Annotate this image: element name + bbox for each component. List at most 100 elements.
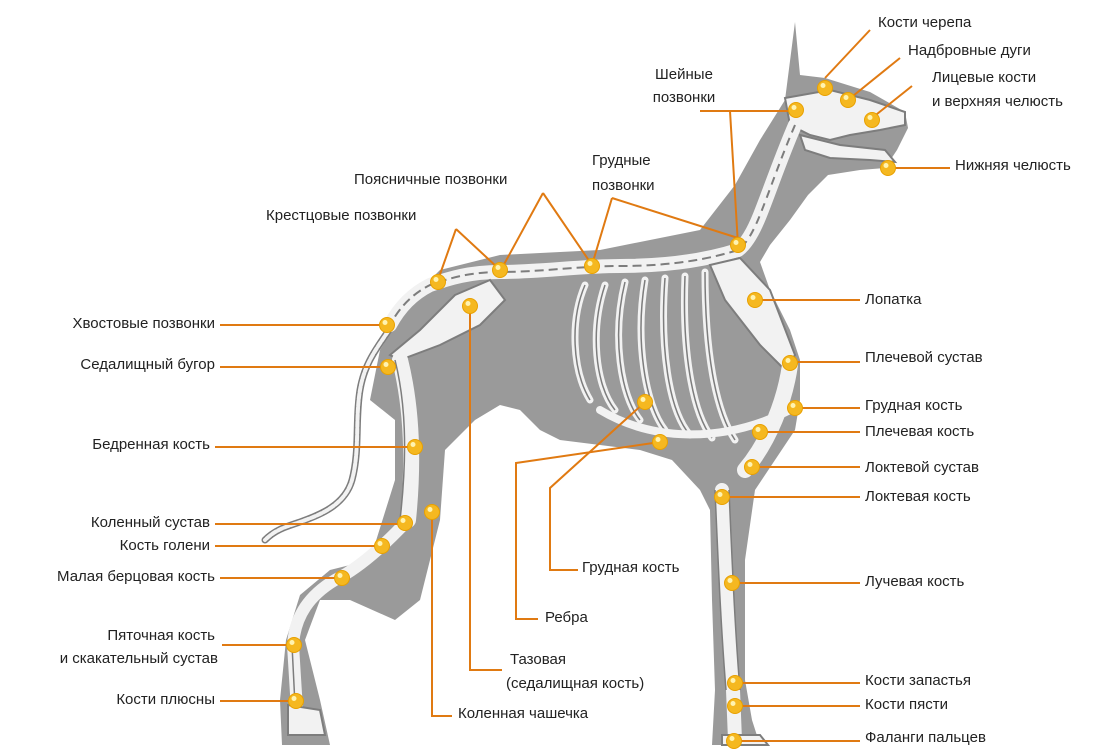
label-skull: Кости черепа (878, 14, 971, 32)
label-thoracic-2: позвонки (592, 177, 655, 195)
label-thoracic-1: Грудные (592, 152, 651, 170)
fibula-dot (335, 571, 350, 586)
skull-line (825, 30, 870, 78)
metacarpus-dot (728, 699, 743, 714)
tibia-dot (375, 539, 390, 554)
label-patella: Коленная чашечка (458, 705, 588, 723)
patella-dot (425, 505, 440, 520)
label-cervical-2: позвонки (645, 89, 723, 107)
sternum-mid-dot (638, 395, 653, 410)
lower-jaw-dot (881, 161, 896, 176)
label-brow-ridges: Надбровные дуги (908, 42, 1031, 60)
label-heel-2: и скакательный сустав (10, 650, 218, 668)
tail-dot-highlight (383, 320, 388, 325)
brow-dot (841, 93, 856, 108)
hind-paw (288, 705, 325, 735)
pelvis-dot (463, 299, 478, 314)
ischial-dot-highlight (384, 362, 389, 367)
label-knee-joint: Коленный сустав (10, 514, 210, 532)
skull-dot (818, 81, 833, 96)
carpus-dot-highlight (731, 678, 736, 683)
sternum-mid-dot-highlight (641, 397, 646, 402)
cervical-dot-highlight (792, 105, 797, 110)
label-carpus: Кости запастья (865, 672, 971, 690)
brow-dot-highlight (844, 95, 849, 100)
label-sternum-mid: Грудная кость (582, 559, 679, 577)
label-radius: Лучевая кость (865, 573, 964, 591)
label-facial-bones-1: Лицевые кости (932, 69, 1036, 87)
thoracic-dot-2 (585, 259, 600, 274)
elbow-dot (745, 460, 760, 475)
scapula-dot (748, 293, 763, 308)
phalanges-dot (727, 734, 742, 749)
label-ribs: Ребра (545, 609, 588, 627)
femur-dot (408, 440, 423, 455)
facial-dot (865, 113, 880, 128)
label-elbow-joint: Локтевой сустав (865, 459, 979, 477)
lumbar-dot (493, 263, 508, 278)
skull-dot-highlight (821, 83, 826, 88)
patella-dot-highlight (428, 507, 433, 512)
label-tibia: Кость голени (10, 537, 210, 555)
ulna-dot-highlight (718, 492, 723, 497)
metatarsus-dot-highlight (292, 696, 297, 701)
label-lower-jaw: Нижняя челюсть (955, 157, 1071, 175)
ulna-dot (715, 490, 730, 505)
label-scapula: Лопатка (865, 291, 921, 309)
lumbar-dot-highlight (496, 265, 501, 270)
tail-dot (380, 318, 395, 333)
heel-dot (287, 638, 302, 653)
metatarsus-dot (289, 694, 304, 709)
ribs-dot (653, 435, 668, 450)
phalanges-dot-highlight (730, 736, 735, 741)
facial-dot-highlight (868, 115, 873, 120)
carpus-dot (728, 676, 743, 691)
label-fibula: Малая берцовая кость (10, 568, 215, 586)
thoracic-dot-2-highlight (588, 261, 593, 266)
label-facial-bones-2: и верхняя челюсть (932, 93, 1063, 111)
cervical-dot (789, 103, 804, 118)
label-metatarsus: Кости плюсны (10, 691, 215, 709)
brow-line (848, 58, 900, 100)
label-sternum: Грудная кость (865, 397, 962, 415)
label-metacarpus: Кости пясти (865, 696, 948, 714)
thoracic-dot-highlight (734, 240, 739, 245)
label-ulna: Локтевая кость (865, 488, 971, 506)
patella-line (432, 513, 452, 716)
shoulder-dot-highlight (786, 358, 791, 363)
label-cervical-1: Шейные (650, 66, 718, 84)
label-lumbar: Поясничные позвонки (354, 171, 507, 189)
humerus-dot-highlight (756, 427, 761, 432)
sternum-dot (788, 401, 803, 416)
label-femur: Бедренная кость (10, 436, 210, 454)
label-shoulder-joint: Плечевой сустав (865, 349, 983, 367)
ribs-dot-highlight (656, 437, 661, 442)
ischial-dot (381, 360, 396, 375)
knee-dot (398, 516, 413, 531)
humerus-dot (753, 425, 768, 440)
label-sacral: Крестцовые позвонки (266, 207, 416, 225)
metacarpus-dot-highlight (731, 701, 736, 706)
sacral-dot (431, 275, 446, 290)
label-humerus: Плечевая кость (865, 423, 974, 441)
thoracic-dot (731, 238, 746, 253)
ribs-line (516, 442, 660, 619)
radius-dot (725, 576, 740, 591)
femur-dot-highlight (411, 442, 416, 447)
tibia-dot-highlight (378, 541, 383, 546)
radius-dot-highlight (728, 578, 733, 583)
pelvis-dot-highlight (466, 301, 471, 306)
shoulder-dot (783, 356, 798, 371)
lower-jaw-dot-highlight (884, 163, 889, 168)
sacral-dot-highlight (434, 277, 439, 282)
label-pelvis-1: Тазовая (510, 651, 566, 669)
elbow-dot-highlight (748, 462, 753, 467)
label-phalanges: Фаланги пальцев (865, 729, 986, 747)
label-ischial-tuber: Седалищный бугор (10, 356, 215, 374)
scapula-dot-highlight (751, 295, 756, 300)
knee-dot-highlight (401, 518, 406, 523)
sternum-dot-highlight (791, 403, 796, 408)
fibula-dot-highlight (338, 573, 343, 578)
label-tail: Хвостовые позвонки (10, 315, 215, 333)
